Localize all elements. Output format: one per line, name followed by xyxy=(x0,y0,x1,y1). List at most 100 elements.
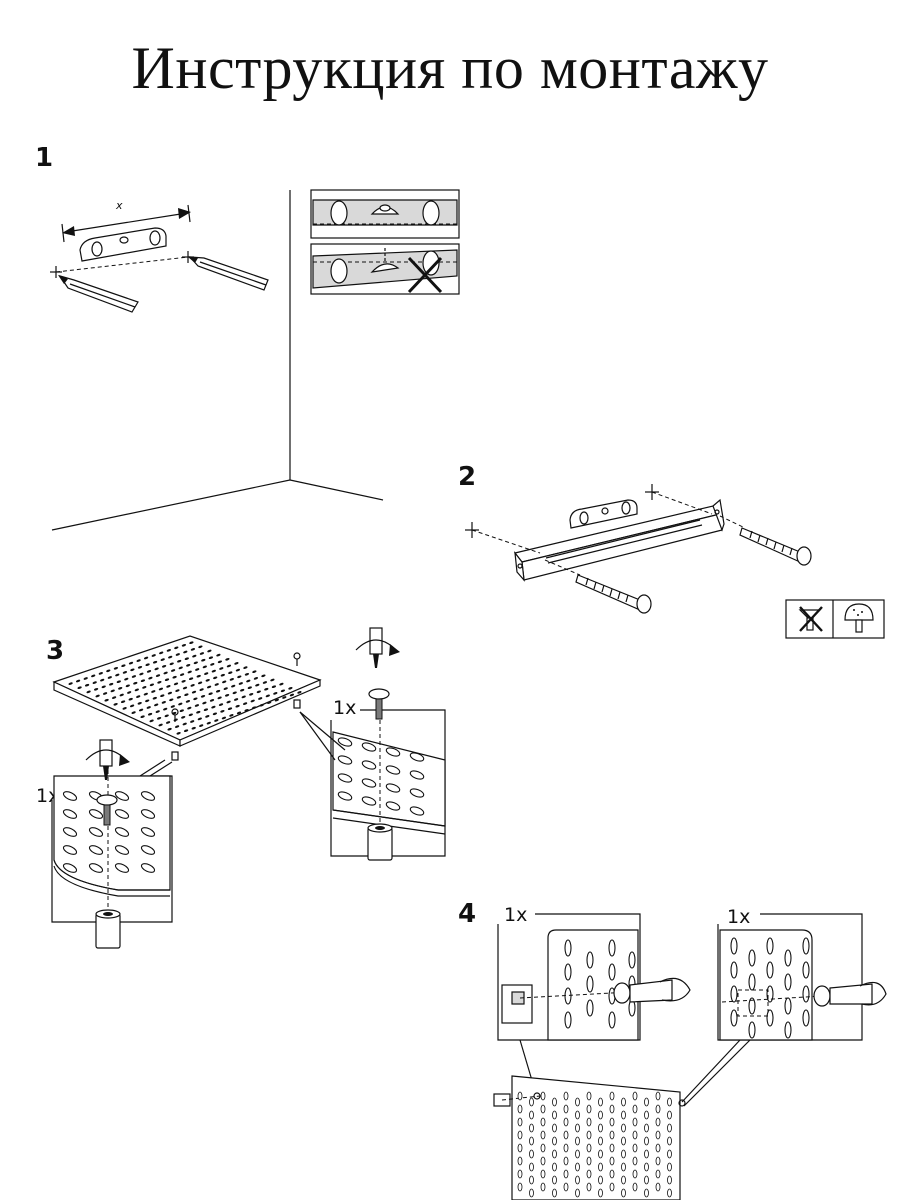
perforation-hole xyxy=(137,702,142,705)
perforation-hole xyxy=(297,691,302,694)
perforation-hole xyxy=(229,714,234,717)
perforation-hole xyxy=(195,668,200,671)
perforation-hole xyxy=(628,951,636,969)
perforation-hole xyxy=(529,1123,534,1133)
perforation-hole xyxy=(667,1149,672,1159)
perforation-hole xyxy=(632,1156,638,1166)
perforation-hole xyxy=(608,939,616,957)
perforation-hole xyxy=(146,706,151,709)
perforation-hole xyxy=(163,707,168,711)
perforation-hole xyxy=(100,678,105,682)
perforation-hole xyxy=(136,695,141,698)
perforation-hole xyxy=(166,685,171,688)
perforation-hole xyxy=(208,656,214,659)
perforation-hole xyxy=(199,688,204,691)
perforation-hole xyxy=(197,681,203,685)
perforation-hole xyxy=(766,961,774,979)
perforation-hole xyxy=(264,687,269,691)
perforation-hole xyxy=(261,674,266,678)
perforation-hole xyxy=(193,697,198,701)
perforation-hole xyxy=(540,1143,546,1153)
perforation-hole xyxy=(88,827,104,837)
step-3-number: 3 xyxy=(46,636,65,666)
perforation-hole xyxy=(337,737,353,747)
perforation-hole xyxy=(608,963,616,981)
perforation-hole xyxy=(632,1091,638,1101)
perforation-hole xyxy=(234,662,239,665)
perforation-hole xyxy=(655,1117,661,1127)
perforation-hole xyxy=(337,755,353,765)
perforation-hole xyxy=(77,686,82,689)
perforation-hole xyxy=(552,1175,557,1185)
perforation-hole xyxy=(184,657,189,660)
perforation-hole xyxy=(183,729,189,732)
perforation-hole xyxy=(170,669,176,672)
perforation-hole xyxy=(748,949,756,967)
perforation-hole xyxy=(161,665,167,668)
perforation-hole xyxy=(201,658,206,662)
perforation-hole xyxy=(517,1182,523,1192)
perforation-hole xyxy=(140,809,156,819)
perforation-hole xyxy=(730,961,738,979)
perforation-hole xyxy=(175,653,180,656)
perforation-hole xyxy=(122,671,128,674)
perforation-hole xyxy=(210,663,215,666)
perforation-hole xyxy=(134,688,139,692)
perforation-hole xyxy=(385,765,401,775)
perforation-hole xyxy=(575,1097,580,1107)
perforation-hole xyxy=(86,690,91,694)
perforation-hole xyxy=(75,679,81,683)
perforation-hole xyxy=(68,682,73,685)
perforation-hole xyxy=(222,680,227,684)
perforation-hole xyxy=(101,685,106,689)
perforation-hole xyxy=(667,1110,672,1120)
perforation-hole xyxy=(214,683,219,686)
perforation-hole xyxy=(632,1169,638,1179)
perforation-hole xyxy=(140,863,156,873)
perforation-hole xyxy=(242,702,248,705)
perforation-hole xyxy=(517,1143,523,1153)
perforation-hole xyxy=(169,698,174,702)
perforation-hole xyxy=(563,1117,569,1127)
perforation-hole xyxy=(802,937,810,955)
perforation-hole xyxy=(262,681,268,684)
perforation-hole xyxy=(110,689,115,693)
perforation-hole xyxy=(179,673,185,676)
perforation-hole xyxy=(92,681,97,684)
room-corner xyxy=(51,190,384,531)
perforation-hole xyxy=(575,1123,580,1133)
perforation-hole xyxy=(109,682,114,686)
perforation-hole xyxy=(220,673,225,677)
perforation-hole xyxy=(337,791,353,801)
perforation-hole xyxy=(575,1162,580,1172)
perforation-hole xyxy=(784,973,792,991)
perforation-hole xyxy=(644,1162,649,1172)
perforation-hole xyxy=(621,1149,626,1159)
perforation-hole xyxy=(196,674,201,678)
step-2-illustration xyxy=(465,484,885,639)
perforation-hole xyxy=(609,1182,615,1192)
perforation-hole xyxy=(182,686,188,690)
perforation-hole xyxy=(575,1136,580,1146)
perforation-hole xyxy=(151,654,156,657)
bumper-foot-icon xyxy=(95,909,121,949)
perforation-hole xyxy=(211,669,216,673)
perforation-hole xyxy=(586,999,594,1017)
perforation-hole xyxy=(644,1136,649,1146)
perforation-hole xyxy=(172,675,177,679)
perforation-hole xyxy=(125,684,130,688)
perforation-hole xyxy=(564,939,572,957)
perforation-hole xyxy=(621,1162,626,1172)
detail-box-left-4 xyxy=(497,913,691,1041)
perforation-hole xyxy=(250,699,255,703)
perforation-hole xyxy=(563,1182,569,1192)
perforation-hole xyxy=(167,691,173,695)
perforation-hole xyxy=(282,696,287,699)
mark-left xyxy=(50,266,62,278)
perforation-hole xyxy=(766,937,774,955)
perforation-hole xyxy=(124,677,129,681)
small-bracket xyxy=(569,499,638,529)
perforation-hole xyxy=(104,698,109,702)
perforation-hole xyxy=(129,704,135,708)
